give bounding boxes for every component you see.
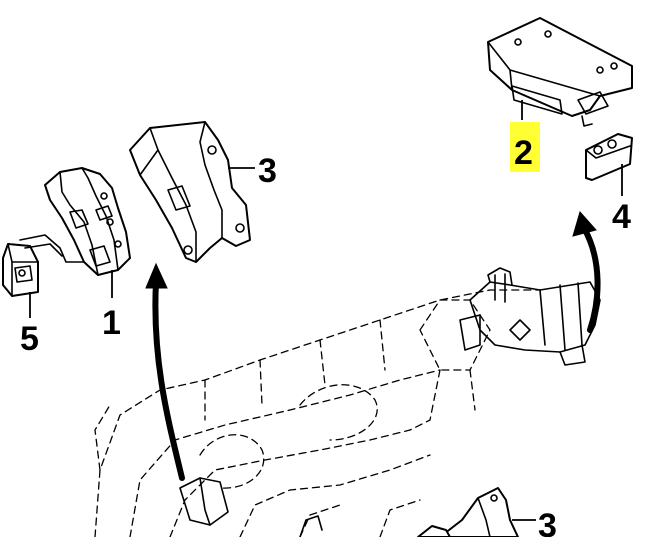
extension-housing [459, 267, 601, 366]
label-3: 3 [258, 152, 277, 190]
label-4: 4 [612, 198, 631, 236]
part-4-plate [585, 133, 633, 196]
part-3-support-bracket [129, 121, 255, 263]
label-2-highlight [510, 122, 540, 172]
part-3-lower-bracket [417, 487, 536, 537]
front-mount-bracket-ghost [179, 477, 323, 537]
arrow-right [572, 210, 601, 333]
part-2-rear-mount [487, 17, 633, 127]
label-3-bottom: 3 [538, 507, 557, 537]
transmission-ghost-outline [94, 289, 541, 537]
label-1: 1 [102, 304, 121, 342]
label-2: 2 [514, 134, 533, 172]
label-5: 5 [20, 320, 39, 358]
arrow-left [145, 262, 185, 481]
part-5-insulator [2, 243, 39, 318]
part-1-mount-bracket [19, 167, 131, 298]
